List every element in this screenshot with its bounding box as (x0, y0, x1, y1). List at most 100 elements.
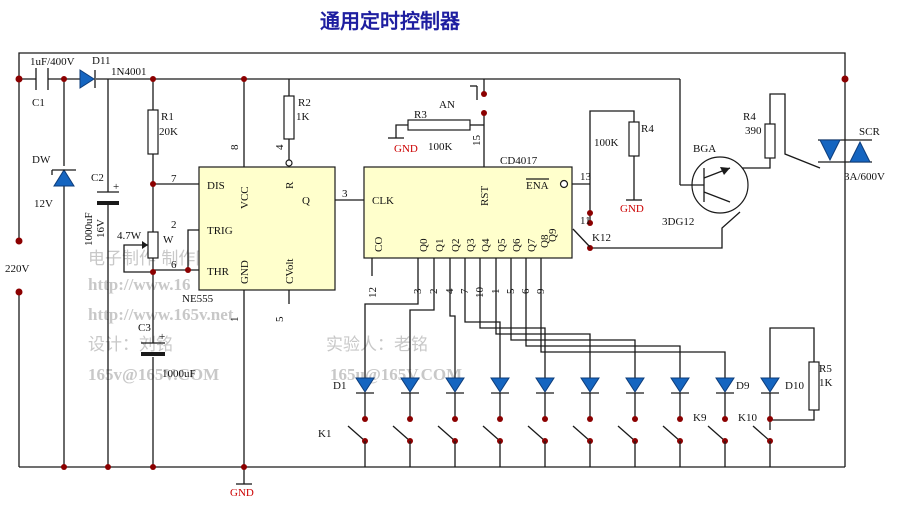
svg-text:+: + (113, 181, 119, 193)
main-gnd-label: GND (230, 487, 254, 499)
r1-ref: R1 (161, 111, 174, 123)
watermark-line5b: 165u@165V.COM (330, 365, 462, 384)
d11-value: 1N4001 (111, 66, 146, 78)
c1-capacitor (35, 68, 49, 90)
c3-ref: C3 (138, 322, 151, 334)
ac-terminal-top (15, 237, 23, 245)
watermark-line3: http://www.165v.net (88, 305, 234, 324)
key-switch (752, 425, 771, 442)
watermark-line4b: 实验人：老铭 (326, 335, 428, 355)
r3-ref: R3 (414, 109, 427, 121)
c3-capacitor: + (141, 331, 165, 356)
r4-top-wire (589, 110, 635, 213)
junction-dot (150, 269, 156, 275)
key-contact (362, 416, 368, 422)
trig-wire (187, 229, 199, 270)
cd4017-q4: Q4 (480, 238, 492, 252)
key-k9-label: K9 (693, 412, 707, 424)
ne555-r: R (284, 181, 296, 189)
r4-ref: R4 (641, 123, 654, 135)
scr-ref: SCR (859, 126, 880, 138)
c2-ref: C2 (91, 172, 104, 184)
led-d9-label: D9 (736, 380, 750, 392)
r4b-ref: R4 (743, 111, 756, 123)
key-k1-label: K1 (318, 428, 331, 440)
wires (18, 52, 846, 484)
r5-value: 1K (819, 377, 833, 389)
c2-value2: 16V (95, 219, 107, 238)
led-diode (490, 377, 510, 393)
r3-value: 100K (428, 141, 453, 153)
d11-diode (79, 69, 96, 89)
r4b-resistor (764, 123, 776, 159)
r3-gnd-wire (395, 124, 408, 138)
scr-triac (818, 139, 872, 163)
ne555-name: NE555 (182, 293, 214, 305)
output-wire (364, 282, 419, 378)
top-rail (18, 52, 846, 241)
cd4017-q7: Q7 (526, 238, 538, 252)
bga-ref: BGA (693, 143, 716, 155)
cd4017-q5: Q5 (496, 238, 508, 252)
ne555-chip: DIS TRIG THR VCC GND R CVolt Q (198, 166, 336, 291)
ne555-trig: TRIG (207, 225, 233, 237)
cd4017-q6: Q6 (511, 238, 523, 252)
cd4017-q1: Q1 (434, 239, 446, 252)
junction-dot (841, 75, 849, 83)
r4b-value: 390 (745, 125, 762, 137)
junction-dot (241, 76, 247, 82)
scr-value: 3A/600V (844, 171, 885, 183)
r2-ref: R2 (298, 97, 311, 109)
led-diode (445, 377, 465, 393)
ne555-pin6: 6 (171, 259, 177, 271)
key-switch (662, 425, 681, 442)
watermark-line4a: 设计：刘铭 (88, 335, 173, 355)
r1-resistor (147, 109, 159, 155)
r5-ref: R5 (819, 363, 832, 375)
output-wire (510, 282, 636, 378)
ne555-dis: DIS (207, 180, 225, 192)
output-wire (540, 282, 726, 378)
ne555-pin4: 4 (274, 144, 286, 150)
junction-dot (185, 267, 191, 273)
led-d1-label: D1 (333, 380, 346, 392)
cd4017-q8: Q8 (539, 234, 551, 248)
dw-value: 12V (34, 198, 53, 210)
watermark-line2: http://www.16 (88, 275, 190, 294)
output-wire (525, 282, 681, 378)
junction-dot (587, 210, 593, 216)
ne555-gnd: GND (239, 260, 251, 284)
an-contact (481, 91, 487, 97)
key-switch (347, 425, 366, 442)
w-value: 4.7W (117, 230, 142, 242)
diagram-title: 通用定时控制器 (320, 9, 461, 33)
junction-dot (150, 181, 156, 187)
c2-capacitor: + (97, 181, 119, 205)
w-potentiometer (142, 231, 159, 259)
ne555-pin5: 5 (274, 316, 286, 322)
junction-dot (61, 464, 67, 470)
junctions (15, 75, 849, 470)
ne555-pin8: 8 (229, 144, 241, 150)
k12-bga-base-wire (590, 211, 741, 249)
key-contact (767, 416, 773, 422)
led-diode (760, 377, 780, 393)
w-wiper-wire (123, 244, 153, 273)
d11-ref: D11 (92, 55, 111, 67)
key-switch (482, 425, 501, 442)
led-diode (715, 377, 735, 393)
cd4017-q0: Q0 (418, 238, 430, 252)
cd4017-chip: CLK RST ENA CO Q0 Q1 Q2 Q3 Q4 Q5 Q6 Q7 Q… (363, 166, 573, 259)
r3-resistor (407, 119, 471, 131)
cd4017-name: CD4017 (500, 155, 538, 167)
cd4017-pin15: 15 (471, 135, 483, 147)
cd4017-pin13: 13 (580, 171, 592, 183)
key-switch (392, 425, 411, 442)
an-contact (481, 110, 487, 116)
c1-ref: C1 (32, 97, 45, 109)
r5-bottom-wire (769, 410, 815, 430)
r1-value: 20K (159, 126, 178, 138)
cd4017-q3: Q3 (465, 238, 477, 252)
ena-bubble (559, 179, 569, 189)
ne555-pin7: 7 (171, 173, 177, 185)
